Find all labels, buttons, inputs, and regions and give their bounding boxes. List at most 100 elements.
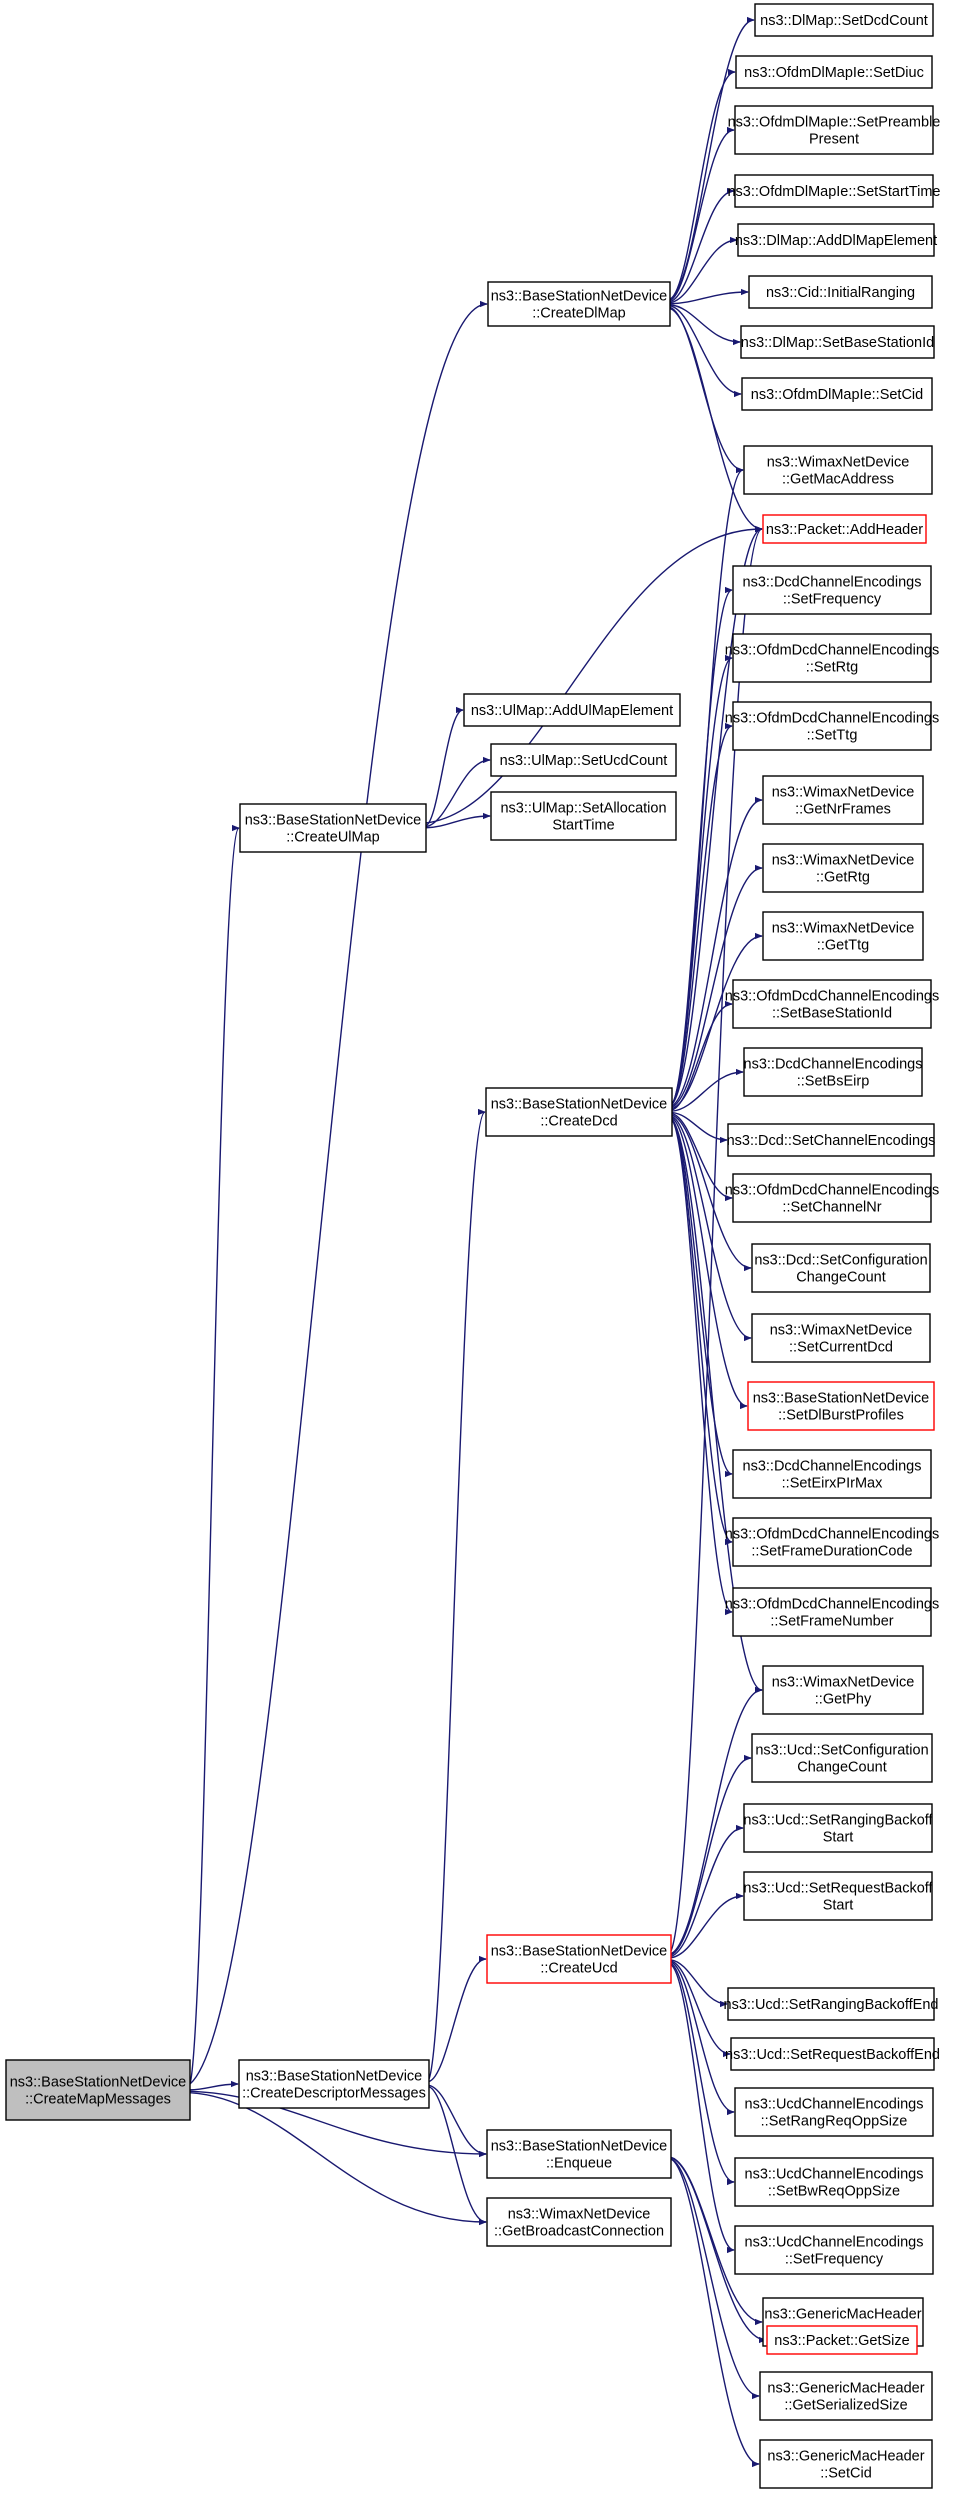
edge [669, 304, 741, 346]
node-ofdm-dcd-channel-encodings-set-frame-duration-code[interactable]: ns3::OfdmDcdChannelEncodings::SetFrameDu… [725, 1517, 939, 1567]
node-label: ns3::DcdChannelEncodings [744, 1057, 923, 1073]
edge [669, 306, 744, 474]
node-ofdm-dl-map-ie-set-diuc[interactable]: ns3::OfdmDlMapIe::SetDiuc [735, 55, 933, 89]
node-label: ns3::Ucd::SetConfiguration [755, 1743, 928, 1759]
node-box [766, 2325, 918, 2355]
node-box [732, 1173, 932, 1223]
node-label: ns3::Dcd::SetChannelEncodings [727, 1133, 936, 1149]
node-ucd-set-ranging-backoff-end[interactable]: ns3::Ucd::SetRangingBackoffEnd [724, 1987, 939, 2021]
node-base-station-net-device-create-ucd[interactable]: ns3::BaseStationNetDevice::CreateUcd [486, 1934, 672, 1984]
node-box [463, 693, 681, 727]
node-wimax-net-device-get-rtg[interactable]: ns3::WimaxNetDevice::GetRtg [762, 843, 924, 893]
node-ucd-set-request-backoff-end[interactable]: ns3::Ucd::SetRequestBackoffEnd [725, 2037, 940, 2071]
node-label: StartTime [552, 818, 614, 834]
node-ofdm-dcd-channel-encodings-set-rtg[interactable]: ns3::OfdmDcdChannelEncodings::SetRtg [725, 633, 939, 683]
node-box [238, 2059, 430, 2109]
node-dl-map-set-base-station-id[interactable]: ns3::DlMap::SetBaseStationId [740, 325, 935, 359]
node-ofdm-dcd-channel-encodings-set-frame-number[interactable]: ns3::OfdmDcdChannelEncodings::SetFrameNu… [725, 1587, 939, 1637]
node-label: ::Enqueue [546, 2156, 612, 2172]
node-ucd-channel-encodings-set-frequency[interactable]: ns3::UcdChannelEncodings::SetFrequency [734, 2225, 934, 2275]
node-box [759, 2371, 933, 2421]
node-label: ns3::BaseStationNetDevice [491, 1944, 668, 1960]
node-box [730, 2037, 935, 2071]
edge [671, 1119, 763, 1694]
node-wimax-net-device-get-broadcast-connection[interactable]: ns3::WimaxNetDevice::GetBroadcastConnect… [486, 2197, 672, 2247]
node-wimax-net-device-get-mac-address[interactable]: ns3::WimaxNetDevice::GetMacAddress [743, 445, 933, 495]
node-ofdm-dl-map-ie-set-cid[interactable]: ns3::OfdmDlMapIe::SetCid [741, 377, 933, 411]
node-ul-map-add-ul-map-element[interactable]: ns3::UlMap::AddUlMapElement [463, 693, 681, 727]
node-ul-map-set-ucd-count[interactable]: ns3::UlMap::SetUcdCount [490, 743, 677, 777]
node-packet-get-size[interactable]: ns3::Packet::GetSize [766, 2325, 918, 2355]
node-label: ns3::OfdmDcdChannelEncodings [725, 989, 939, 1005]
edge [671, 1118, 733, 1478]
node-base-station-net-device-enqueue[interactable]: ns3::BaseStationNetDevice::Enqueue [486, 2129, 672, 2179]
node-label: ns3::DlMap::SetDcdCount [760, 13, 928, 29]
node-base-station-net-device-create-ul-map[interactable]: ns3::BaseStationNetDevice::CreateUlMap [239, 803, 427, 853]
node-label: ::SetDlBurstProfiles [778, 1408, 904, 1424]
node-label: ::GetPhy [815, 1692, 872, 1708]
node-label: ::GetNrFrames [795, 802, 891, 818]
edge [670, 1824, 744, 1958]
edge [669, 288, 749, 305]
node-label: ns3::BaseStationNetDevice [246, 2069, 423, 2085]
node-ofdm-dcd-channel-encodings-set-ttg[interactable]: ns3::OfdmDcdChannelEncodings::SetTtg [725, 701, 939, 751]
node-base-station-net-device-create-descriptor-messages[interactable]: ns3::BaseStationNetDevice::CreateDescrip… [238, 2059, 430, 2109]
node-label: ns3::UcdChannelEncodings [745, 2235, 924, 2251]
node-box [748, 275, 933, 309]
node-label: ns3::Ucd::SetRequestBackoffEnd [725, 2047, 940, 2063]
node-wimax-net-device-get-phy[interactable]: ns3::WimaxNetDevice::GetPhy [762, 1665, 924, 1715]
node-box [734, 174, 934, 208]
node-box [734, 2157, 934, 2207]
node-label: ::GetBroadcastConnection [494, 2224, 664, 2240]
node-generic-mac-header-set-cid[interactable]: ns3::GenericMacHeader::SetCid [759, 2439, 933, 2489]
edge [670, 1962, 735, 2186]
node-dcd-channel-encodings-set-bs-eirp[interactable]: ns3::DcdChannelEncodings::SetBsEirp [743, 1047, 923, 1097]
node-ucd-channel-encodings-set-rang-req-opp-size[interactable]: ns3::UcdChannelEncodings::SetRangReqOppS… [734, 2087, 934, 2137]
node-base-station-net-device-create-dl-map[interactable]: ns3::BaseStationNetDevice::CreateDlMap [487, 281, 671, 327]
edge [671, 796, 763, 1107]
node-dcd-set-channel-encodings[interactable]: ns3::Dcd::SetChannelEncodings [727, 1123, 936, 1157]
node-ofdm-dcd-channel-encodings-set-base-station-id[interactable]: ns3::OfdmDcdChannelEncodings::SetBaseSta… [725, 979, 939, 1029]
edge [671, 1068, 744, 1112]
node-box [727, 1987, 935, 2021]
node-label: ns3::OfdmDcdChannelEncodings [725, 711, 939, 727]
edge [671, 722, 733, 1105]
edge [425, 525, 763, 824]
node-dl-map-add-dl-map-element[interactable]: ns3::DlMap::AddDlMapElement [735, 223, 937, 257]
node-label: ns3::UlMap::SetAllocation [500, 801, 666, 817]
node-ofdm-dl-map-ie-set-start-time[interactable]: ns3::OfdmDlMapIe::SetStartTime [727, 174, 941, 208]
node-label: ns3::BaseStationNetDevice [10, 2075, 187, 2091]
edge [189, 825, 240, 2085]
node-cid-initial-ranging[interactable]: ns3::Cid::InitialRanging [748, 275, 933, 309]
node-ofdm-dcd-channel-encodings-set-channel-nr[interactable]: ns3::OfdmDcdChannelEncodings::SetChannel… [725, 1173, 939, 1223]
node-ucd-channel-encodings-set-bw-req-opp-size[interactable]: ns3::UcdChannelEncodings::SetBwReqOppSiz… [734, 2157, 934, 2207]
node-box [734, 2087, 934, 2137]
node-generic-mac-header-get-serialized-size[interactable]: ns3::GenericMacHeader::GetSerializedSize [759, 2371, 933, 2421]
node-base-station-net-device-set-dl-burst-profiles[interactable]: ns3::BaseStationNetDevice::SetDlBurstPro… [747, 1381, 935, 1431]
node-wimax-net-device-get-nr-frames[interactable]: ns3::WimaxNetDevice::GetNrFrames [762, 775, 924, 825]
node-base-station-net-device-create-dcd[interactable]: ns3::BaseStationNetDevice::CreateDcd [485, 1087, 673, 1137]
node-label: ns3::Ucd::SetRangingBackoffEnd [724, 1997, 939, 2013]
node-label: ::CreateMapMessages [25, 2092, 171, 2108]
node-label: ns3::WimaxNetDevice [508, 2207, 651, 2223]
edge [670, 1960, 731, 2058]
node-dl-map-set-dcd-count[interactable]: ns3::DlMap::SetDcdCount [754, 3, 934, 37]
node-wimax-net-device-set-current-dcd[interactable]: ns3::WimaxNetDevice::SetCurrentDcd [751, 1313, 931, 1363]
node-dcd-channel-encodings-set-eirx-pir-max[interactable]: ns3::DcdChannelEncodings::SetEirxPIrMax [732, 1449, 932, 1499]
node-dcd-channel-encodings-set-frequency[interactable]: ns3::DcdChannelEncodings::SetFrequency [732, 565, 932, 615]
node-packet-add-header[interactable]: ns3::Packet::AddHeader [762, 514, 927, 544]
node-base-station-net-device-create-map-messages[interactable]: ns3::BaseStationNetDevice::CreateMapMess… [5, 2059, 191, 2121]
edge [670, 2158, 760, 2400]
node-label: ns3::GenericMacHeader [767, 2449, 924, 2465]
node-label: ns3::WimaxNetDevice [770, 1323, 913, 1339]
node-label: ns3::BaseStationNetDevice [753, 1391, 930, 1407]
node-wimax-net-device-get-ttg[interactable]: ns3::WimaxNetDevice::GetTtg [762, 911, 924, 961]
node-label: ::SetBsEirp [797, 1074, 870, 1090]
node-label: ::SetRtg [806, 660, 858, 676]
